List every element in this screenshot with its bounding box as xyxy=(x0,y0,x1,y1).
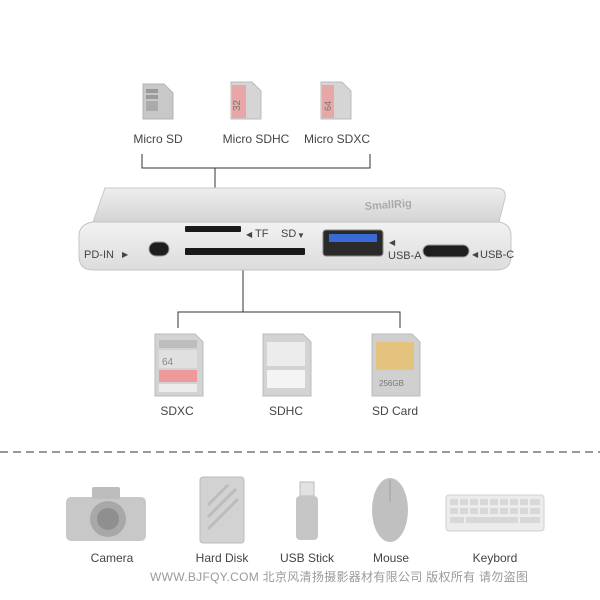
sd-label: SD xyxy=(281,228,297,240)
pd-in-arrow-icon: ▶ xyxy=(122,250,129,259)
usb-c-port xyxy=(422,244,470,258)
pd-in-label: PD-IN xyxy=(84,249,114,261)
tf-label: TF xyxy=(255,228,269,240)
usb-stick-label: USB Stick xyxy=(279,551,335,565)
sdxc-card-icon: 64 xyxy=(154,333,204,397)
usb-c-label: USB-C xyxy=(480,249,515,261)
usb-c-arrow-icon: ◀ xyxy=(472,250,479,259)
sd-card-label: SD Card xyxy=(371,404,419,418)
sdxc-label: SDXC xyxy=(160,404,194,418)
sd-arrow-icon: ▼ xyxy=(297,231,305,240)
micro-sd-card-icon xyxy=(142,83,174,120)
mouse-label: Mouse xyxy=(372,551,410,565)
hard-disk-icon xyxy=(199,476,245,544)
hard-disk-label: Hard Disk xyxy=(195,551,249,565)
sd-slot xyxy=(185,248,305,255)
micro-sdhc-card-icon: 32 xyxy=(230,81,262,120)
tf-arrow-icon: ◀ xyxy=(246,230,253,239)
usb-a-arrow-icon: ◀ xyxy=(389,238,396,247)
mouse-icon xyxy=(372,478,408,542)
micro-sdxc-capacity: 64 xyxy=(323,101,333,111)
micro-sdxc-card-icon: 64 xyxy=(320,81,352,120)
micro-sdhc-label: Micro SDHC xyxy=(222,132,290,146)
pd-in-port xyxy=(148,241,170,257)
usb-c-hub: SmallRig xyxy=(78,187,512,271)
micro-sdxc-label: Micro SDXC xyxy=(303,132,371,146)
sd-card-icon: 256GB xyxy=(371,333,421,397)
micro-sdhc-capacity: 32 xyxy=(232,99,243,111)
micro-sd-label: Micro SD xyxy=(133,132,183,146)
camera-label: Camera xyxy=(90,551,134,565)
tf-slot xyxy=(185,226,241,232)
usb-a-port xyxy=(322,229,384,257)
keyboard-icon xyxy=(445,494,545,532)
usb-a-label: USB-A xyxy=(388,250,422,262)
sdhc-card-icon xyxy=(262,333,312,397)
sdxc-capacity: 64 xyxy=(162,357,174,368)
camera-icon xyxy=(66,487,146,541)
usb-stick-icon xyxy=(296,481,318,540)
sdhc-label: SDHC xyxy=(268,404,304,418)
watermark: WWW.BJFQY.COM 北京风清扬摄影器材有限公司 版权所有 请勿盗图 xyxy=(150,570,529,584)
keyboard-label: Keybord xyxy=(472,551,518,565)
sd-card-capacity: 256GB xyxy=(379,379,404,388)
hub-brand-logo: SmallRig xyxy=(364,198,412,213)
